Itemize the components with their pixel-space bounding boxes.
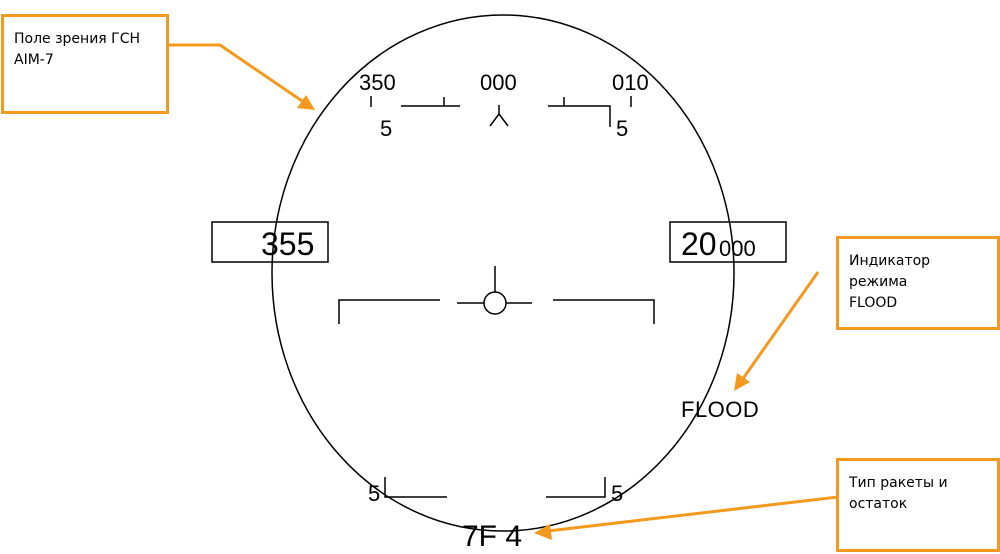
pitch-label-upper-left: 5 xyxy=(380,116,393,141)
pitch-label-lower-left: 5 xyxy=(368,481,381,506)
altitude-box xyxy=(669,221,787,263)
callout-arrow-missile xyxy=(534,495,839,540)
callout-arrow-flood xyxy=(734,271,820,391)
altitude-value: 20 xyxy=(681,226,717,262)
speed-value: 355 xyxy=(261,226,315,262)
callout-flood-mode: Индикатор режима FLOOD xyxy=(836,236,1000,330)
pitch-ladder-lower-left xyxy=(384,477,447,498)
flood-mode-indicator: FLOOD xyxy=(681,397,760,422)
callout-seeker-fov: Поле зрения ГСН AIM-7 xyxy=(1,14,169,114)
heading-caret xyxy=(489,112,509,127)
seeker-fov-circle xyxy=(271,14,735,532)
speed-box xyxy=(211,221,329,263)
pitch-ladder-upper-right xyxy=(548,105,611,127)
heading-label-center: 000 xyxy=(480,70,517,95)
horizon-bar-right xyxy=(553,299,655,324)
horizon-bar-left xyxy=(338,299,440,324)
missile-status: 7F 4 xyxy=(462,520,523,553)
altitude-value-small: 000 xyxy=(719,236,756,261)
heading-label-right: 010 xyxy=(612,70,649,95)
heading-label-left: 350 xyxy=(359,70,396,95)
pitch-label-upper-right: 5 xyxy=(616,116,629,141)
callout-missile-type: Тип ракеты и остаток xyxy=(836,458,1000,552)
reticle-circle xyxy=(483,291,507,315)
pitch-ladder-lower-right xyxy=(546,477,606,498)
callout-arrow-seeker xyxy=(168,43,315,110)
pitch-label-lower-right: 5 xyxy=(611,481,624,506)
